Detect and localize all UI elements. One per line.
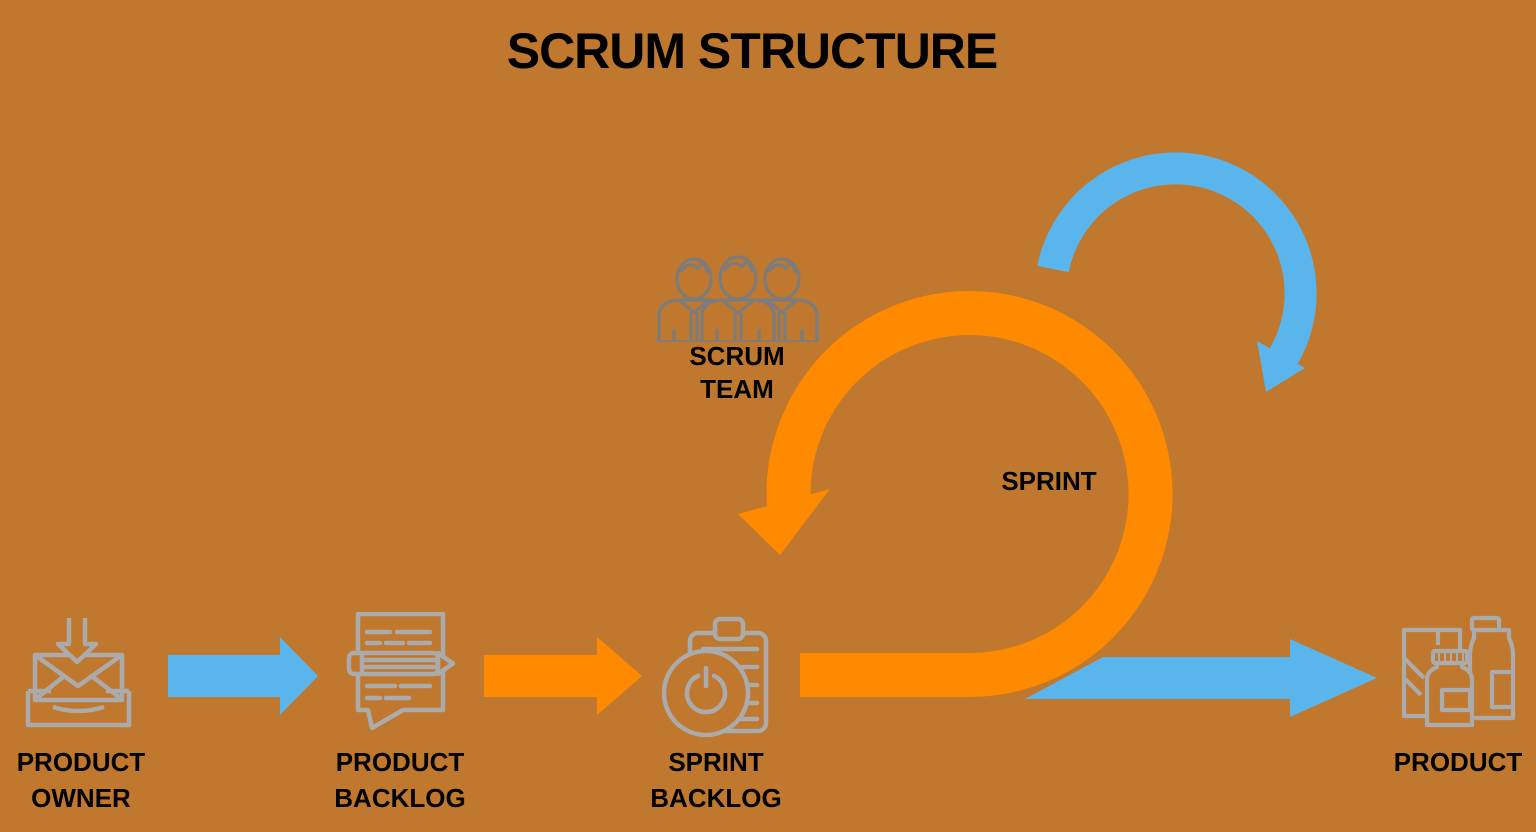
sprint-backlog-label-line2: BACKLOG <box>650 783 782 813</box>
product-backlog-label-line1: PRODUCT <box>335 747 465 777</box>
sprint-backlog-label: SPRINT BACKLOG <box>635 744 797 816</box>
product-owner-label-line2: OWNER <box>31 783 131 813</box>
product-label-line1: PRODUCT <box>1393 747 1523 777</box>
scrum-team-label-line1: SCRUM <box>689 341 785 371</box>
jar-shape <box>1424 648 1475 728</box>
release-cycle-arrow <box>1037 152 1317 392</box>
diagram-title: SCRUM STRUCTURE <box>506 23 999 79</box>
sprint-loop-arrowhead <box>738 489 830 555</box>
product-owner-label-line1: PRODUCT <box>16 747 146 777</box>
team-icon <box>657 255 819 342</box>
scrum-team-label-line2: TEAM <box>700 374 774 404</box>
sprint-loop-label: SPRINT <box>1001 466 1097 496</box>
pencil-shape <box>346 650 456 677</box>
release-arrowhead <box>1257 341 1305 392</box>
document-pencil-icon <box>346 612 456 731</box>
product-backlog-label-line2: BACKLOG <box>334 783 466 813</box>
bottle-shape <box>1467 615 1516 721</box>
arrow-owner-to-backlog <box>168 637 318 715</box>
product-backlog-label: PRODUCT BACKLOG <box>319 744 481 816</box>
power-button-shape <box>661 648 751 737</box>
scrum-team-label: SCRUM TEAM <box>647 340 827 406</box>
product-owner-label: PRODUCT OWNER <box>0 744 162 816</box>
document-shape <box>355 612 446 731</box>
sprint-backlog-label-line1: SPRINT <box>668 747 764 777</box>
goods-icon <box>1401 615 1516 728</box>
product-label: PRODUCT <box>1377 744 1536 780</box>
arrow-backlog-to-sprint <box>484 637 642 715</box>
arrow-sprint-to-product <box>1025 639 1377 717</box>
down-arrow-shape <box>55 618 99 665</box>
tray-shape <box>25 688 132 728</box>
inbox-receive-icon <box>25 618 132 728</box>
clipboard-power-icon <box>661 616 769 737</box>
person-center <box>700 255 776 342</box>
